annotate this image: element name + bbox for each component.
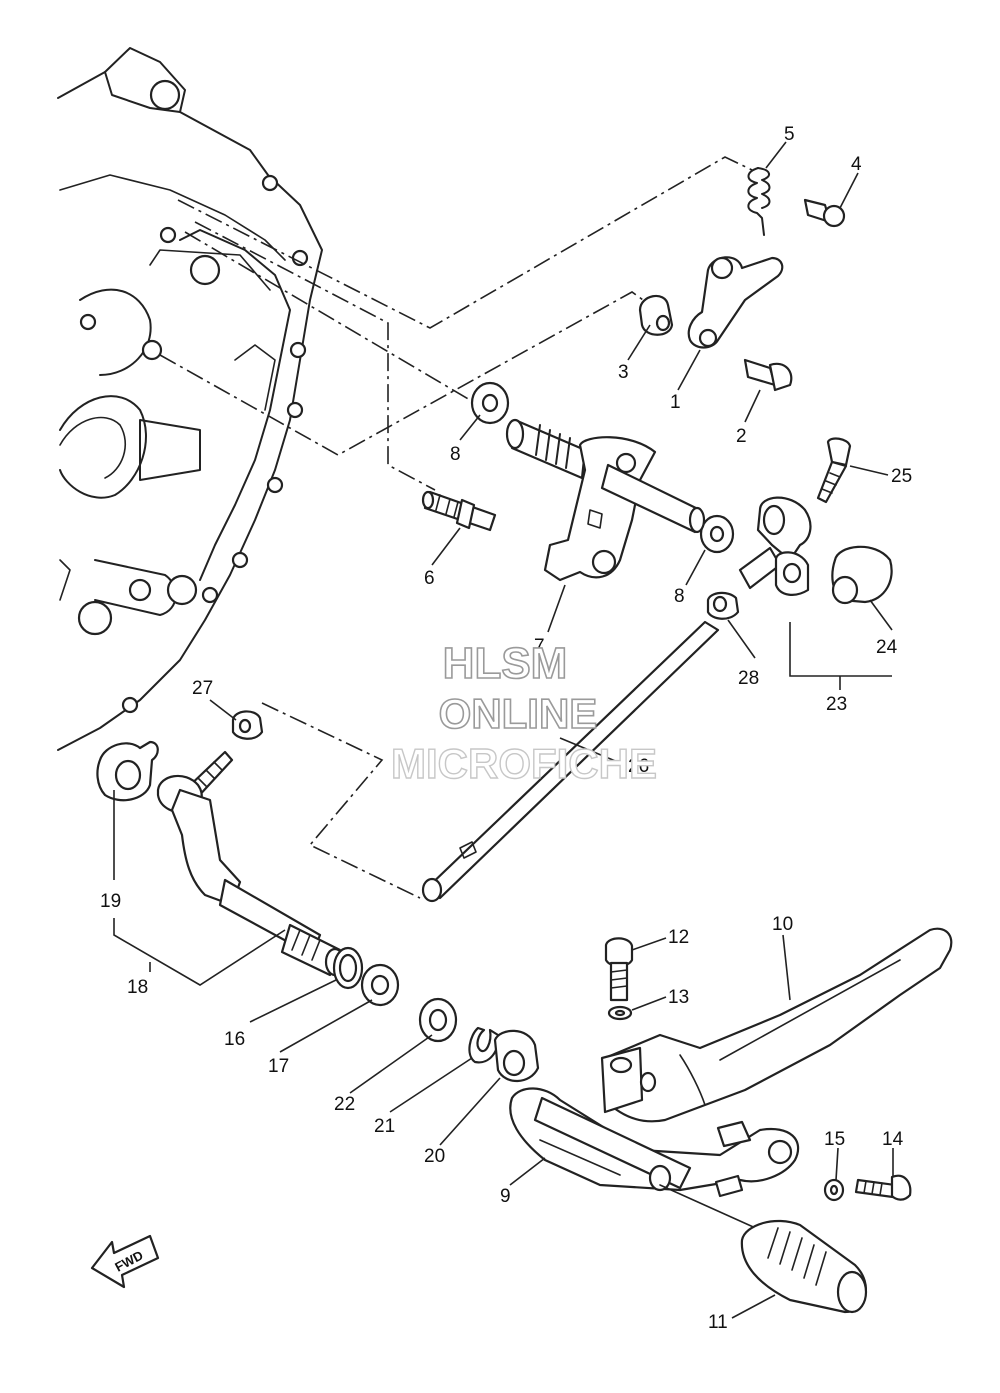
collar-3: [638, 294, 674, 336]
callout-11: 11: [708, 1312, 728, 1333]
callout-12: 12: [668, 927, 689, 948]
callout-9: 9: [500, 1186, 511, 1207]
bushing-20: [493, 1029, 540, 1083]
ball-joint-24: [831, 545, 893, 605]
callout-1: 1: [670, 392, 681, 413]
crankcase: [57, 47, 323, 751]
callout-7: 7: [534, 636, 545, 657]
callout-4: 4: [851, 154, 862, 175]
washer-17: [360, 963, 400, 1007]
leader-lines: [113, 141, 894, 1319]
callout-8b: 8: [674, 586, 685, 607]
washer-8b: [699, 514, 735, 554]
callout-23: 23: [826, 694, 847, 715]
bolt-2: [743, 358, 793, 392]
bolt-14: [854, 1174, 912, 1201]
callout-5: 5: [784, 124, 795, 145]
shift-shaft-7: [505, 418, 706, 582]
watermark-line-1: HLSM: [443, 639, 568, 688]
washer-8a: [470, 381, 510, 425]
callout-17: 17: [268, 1056, 289, 1077]
callout-16: 16: [224, 1029, 245, 1050]
bolt-12: [604, 937, 634, 1002]
washer-13: [607, 1005, 633, 1021]
bracket-9: [509, 1087, 800, 1231]
joint-23: [738, 496, 812, 596]
callout-24: 24: [876, 637, 898, 658]
circlip-16: [332, 946, 364, 990]
callout-26: 26: [628, 756, 649, 777]
callout-13: 13: [668, 987, 689, 1008]
callout-3: 3: [618, 362, 629, 383]
callout-28: 28: [738, 668, 759, 689]
washer-22: [418, 997, 458, 1043]
circlip-21: [468, 1026, 500, 1064]
callout-19: 19: [100, 891, 121, 912]
ball-joint-19: [96, 740, 159, 802]
pedal-10: [600, 927, 953, 1123]
callout-10: 10: [772, 914, 793, 935]
shift-rod-26: [421, 620, 720, 903]
nut-28: [706, 591, 740, 620]
callout-8a: 8: [450, 444, 461, 465]
watermark-line-2: ONLINE: [439, 690, 598, 737]
callout-6: 6: [424, 568, 435, 589]
callout-15: 15: [824, 1129, 845, 1150]
stud-6: [421, 490, 497, 532]
callout-25: 25: [891, 466, 912, 487]
bolt-25: [816, 437, 852, 504]
nut-27: [231, 710, 264, 740]
callout-20: 20: [424, 1146, 445, 1167]
callout-21: 21: [374, 1116, 395, 1137]
callout-22: 22: [334, 1094, 355, 1115]
fwd-arrow: FWD: [90, 1234, 160, 1289]
callout-2: 2: [736, 426, 747, 447]
shift-arm-1: [687, 256, 784, 349]
callout-18: 18: [127, 977, 148, 998]
washer-15: [823, 1178, 845, 1202]
callouts: 1 2 3 4 5 6 7 8 8 9 10 11 12 13 14 15 16…: [100, 124, 912, 1333]
callout-14: 14: [882, 1129, 904, 1150]
reference-lines: [159, 156, 753, 899]
watermark-line-3: MICROFICHE: [391, 740, 657, 787]
rubber-11: [740, 1220, 868, 1314]
lever-18: [156, 750, 346, 977]
pin-4: [803, 198, 846, 228]
callout-27: 27: [192, 678, 213, 699]
spring-5: [747, 167, 771, 236]
watermark: HLSM ONLINE MICROFICHE: [390, 638, 657, 788]
